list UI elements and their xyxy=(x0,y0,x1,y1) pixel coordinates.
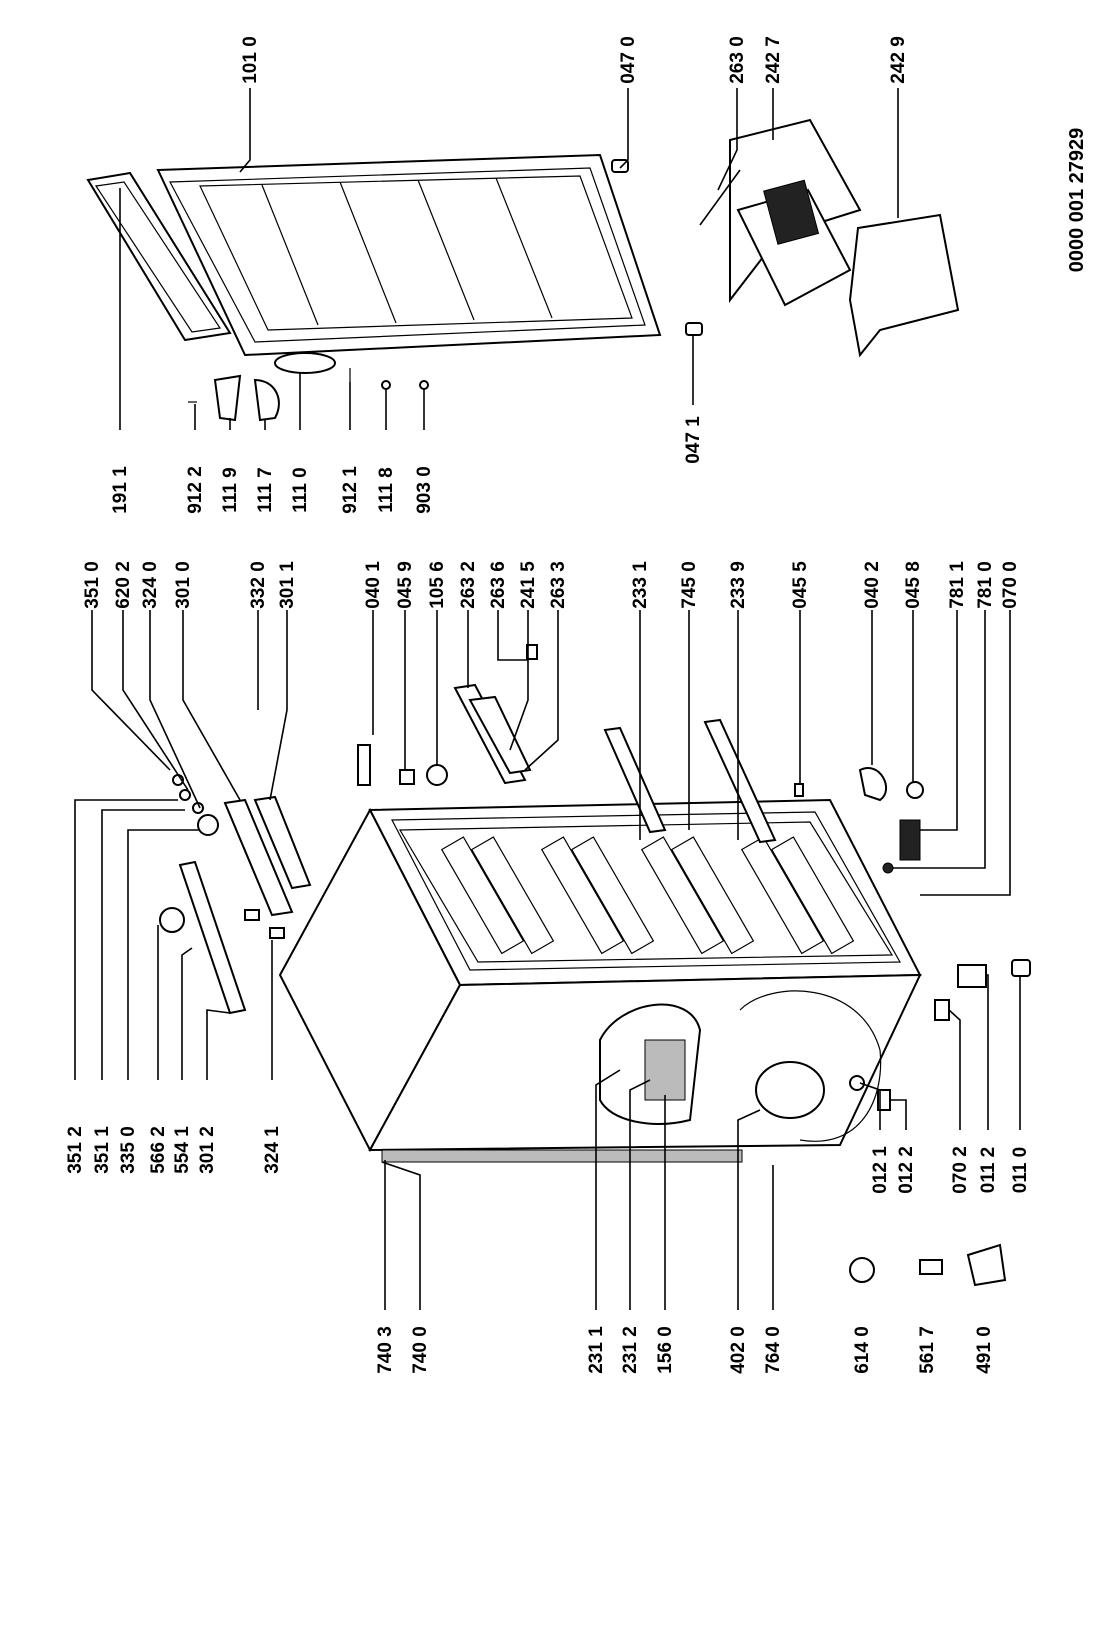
part-label: 764 0 xyxy=(763,1326,784,1374)
part-label: 402 0 xyxy=(728,1326,749,1374)
part-label: 903 0 xyxy=(414,466,435,514)
part-label: 070 2 xyxy=(950,1146,971,1194)
part-label: 070 0 xyxy=(1000,561,1021,609)
part-label: 242 7 xyxy=(763,36,784,84)
part-label: 263 3 xyxy=(548,561,569,609)
part-label: 111 8 xyxy=(376,467,397,512)
middle-bottom-labels: 012 1 012 2 070 2 011 2 011 0 xyxy=(870,1146,1031,1194)
door-label-group: 191 1 912 2 111 9 111 7 111 0 912 1 111 … xyxy=(110,416,704,514)
part-label: 233 9 xyxy=(728,561,749,609)
leader-lines xyxy=(74,610,1021,1310)
compressor-icon xyxy=(755,1061,825,1119)
part-label: 351 2 xyxy=(65,1126,86,1174)
part-label: 912 2 xyxy=(185,466,206,514)
part-label: 745 0 xyxy=(679,561,700,609)
part-label: 047 1 xyxy=(683,416,704,464)
part-label: 012 2 xyxy=(896,1146,917,1194)
thermostat-knob-icon xyxy=(197,814,219,836)
shelf-parts xyxy=(357,644,924,874)
part-label: 111 0 xyxy=(290,467,311,512)
part-label: 045 9 xyxy=(395,561,416,609)
middle-top-labels: 040 1 045 9 105 6 263 2 263 6 241 5 263 … xyxy=(363,561,1021,609)
part-label: 566 2 xyxy=(148,1126,169,1174)
freezer-door-icon xyxy=(86,153,662,374)
door-top-label-group: 101 0 047 0 263 0 242 7 242 9 xyxy=(240,36,909,84)
part-label: 561 7 xyxy=(917,1326,938,1374)
part-label: 301 0 xyxy=(173,561,194,609)
part-label: 740 3 xyxy=(375,1326,396,1374)
part-label: 045 5 xyxy=(790,561,811,609)
part-label: 740 0 xyxy=(410,1326,431,1374)
part-label: 241 5 xyxy=(518,561,539,609)
part-label: 111 7 xyxy=(255,467,276,512)
part-label: 614 0 xyxy=(852,1326,873,1374)
part-label: 263 0 xyxy=(727,36,748,84)
part-label: 231 1 xyxy=(586,1326,607,1374)
part-label: 040 1 xyxy=(363,561,384,609)
part-label: 047 0 xyxy=(618,36,639,84)
part-label: 231 2 xyxy=(620,1326,641,1374)
part-label: 351 1 xyxy=(92,1126,113,1174)
part-label: 324 0 xyxy=(140,561,161,609)
bottom-small-parts xyxy=(849,959,1031,1287)
part-label: 242 9 xyxy=(888,36,909,84)
part-label: 045 8 xyxy=(903,561,924,609)
part-label: 491 0 xyxy=(974,1326,995,1374)
part-label: 040 2 xyxy=(862,561,883,609)
part-label: 781 1 xyxy=(947,561,968,609)
left-column-labels: 740 3 740 0 231 1 231 2 156 0 402 0 764 … xyxy=(375,1326,995,1374)
part-label: 233 1 xyxy=(630,561,651,609)
part-label: 332 0 xyxy=(248,561,269,609)
upper-left-labels: 351 2 351 1 335 0 566 2 554 1 301 2 324 … xyxy=(65,1126,283,1174)
part-label: 912 1 xyxy=(340,466,361,514)
part-label: 781 0 xyxy=(975,561,996,609)
part-label: 105 6 xyxy=(427,561,448,609)
part-label: 324 1 xyxy=(262,1126,283,1174)
part-label: 011 0 xyxy=(1010,1147,1031,1194)
document-number: 0000 001 27929 xyxy=(1066,128,1088,273)
part-label: 191 1 xyxy=(110,466,131,514)
drawer-icon xyxy=(699,118,960,358)
part-label: 301 1 xyxy=(277,561,298,609)
freezer-cabinet-icon xyxy=(278,798,922,1163)
part-label: 111 9 xyxy=(220,467,241,512)
control-panel-parts xyxy=(159,774,312,1015)
part-label: 101 0 xyxy=(240,36,261,84)
part-label: 351 0 xyxy=(82,561,103,609)
part-label: 554 1 xyxy=(172,1126,193,1174)
part-label: 301 2 xyxy=(197,1126,218,1174)
part-label: 620 2 xyxy=(113,561,134,609)
part-label: 263 2 xyxy=(458,561,479,609)
part-label: 156 0 xyxy=(655,1326,676,1374)
part-label: 012 1 xyxy=(870,1146,891,1194)
part-label: 263 6 xyxy=(488,561,509,609)
upper-right-labels: 351 0 620 2 324 0 301 0 332 0 301 1 xyxy=(82,561,298,609)
part-label: 011 2 xyxy=(978,1147,999,1194)
door-leaders xyxy=(119,88,899,430)
part-label: 335 0 xyxy=(118,1126,139,1174)
